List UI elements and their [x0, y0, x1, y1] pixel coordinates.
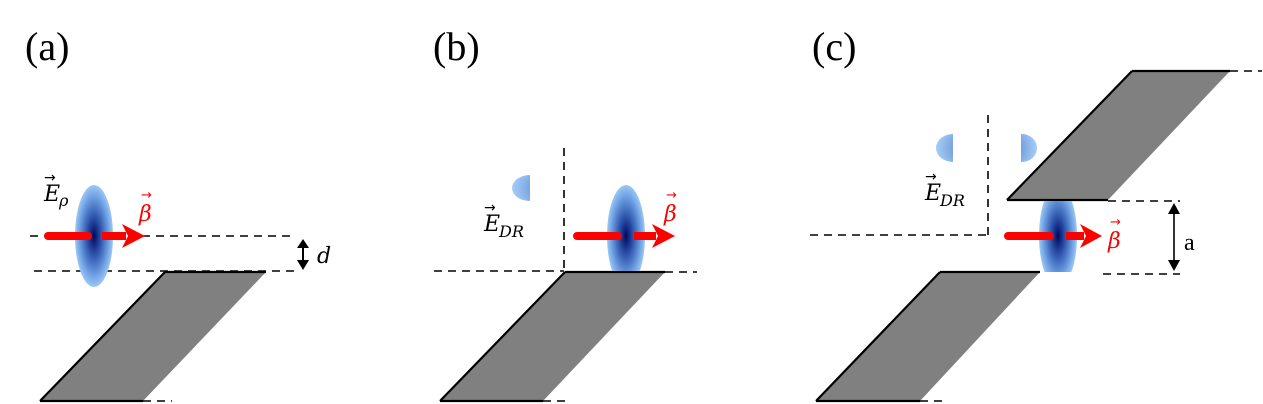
- panel-label-c: (c): [812, 24, 856, 69]
- svg-text:E: E: [483, 212, 500, 237]
- svg-text:→: →: [925, 169, 937, 185]
- svg-text:→: →: [666, 188, 677, 203]
- svg-text:E: E: [43, 182, 60, 207]
- panel-label-a: (a): [25, 24, 69, 69]
- svg-text:E: E: [924, 181, 941, 206]
- svg-text:ρ: ρ: [58, 191, 69, 210]
- diffraction-radiation-lobe: [512, 175, 530, 201]
- velocity-arrow: [573, 224, 675, 248]
- metal-plate: [39, 270, 266, 403]
- electron-bunch: [1039, 201, 1077, 272]
- panel-b: (b) E DR → β →: [433, 24, 697, 403]
- upper-metal-plate: [1006, 69, 1262, 202]
- diffraction-radiation-lobe-left: [936, 134, 953, 162]
- svg-text:→: →: [1110, 215, 1121, 230]
- svg-text:→: →: [484, 200, 496, 216]
- svg-text:β: β: [663, 202, 677, 227]
- distance-d-arrow: [297, 239, 309, 270]
- lower-metal-plate: [815, 270, 1040, 403]
- svg-text:DR: DR: [498, 222, 524, 241]
- panel-a: (a) E ρ → β →: [25, 24, 331, 403]
- electron-bunch: [607, 185, 645, 271]
- velocity-arrow: [1004, 224, 1102, 248]
- svg-text:DR: DR: [939, 191, 965, 210]
- panel-c: (c) E DR: [810, 24, 1262, 403]
- metal-plate: [439, 270, 665, 403]
- diffraction-radiation-lobe-right: [1021, 134, 1037, 162]
- field-label-e-dr: E DR →: [483, 200, 524, 241]
- field-label-e-rho: E ρ →: [43, 170, 69, 210]
- svg-text:β: β: [1107, 229, 1121, 254]
- velocity-arrow: [44, 224, 145, 248]
- panel-label-b: (b): [433, 24, 480, 69]
- slit-width-arrow: [1168, 203, 1180, 271]
- electron-bunch: [75, 185, 113, 287]
- velocity-label-beta: β →: [138, 188, 152, 227]
- svg-text:β: β: [138, 202, 152, 227]
- svg-text:→: →: [141, 188, 152, 203]
- svg-text:→: →: [44, 170, 56, 186]
- slit-width-label: a: [1184, 230, 1195, 256]
- velocity-label-beta: β →: [1107, 215, 1121, 254]
- velocity-label-beta: β →: [663, 188, 677, 227]
- field-label-e-dr: E DR →: [924, 169, 965, 210]
- distance-d-label: d: [317, 244, 331, 269]
